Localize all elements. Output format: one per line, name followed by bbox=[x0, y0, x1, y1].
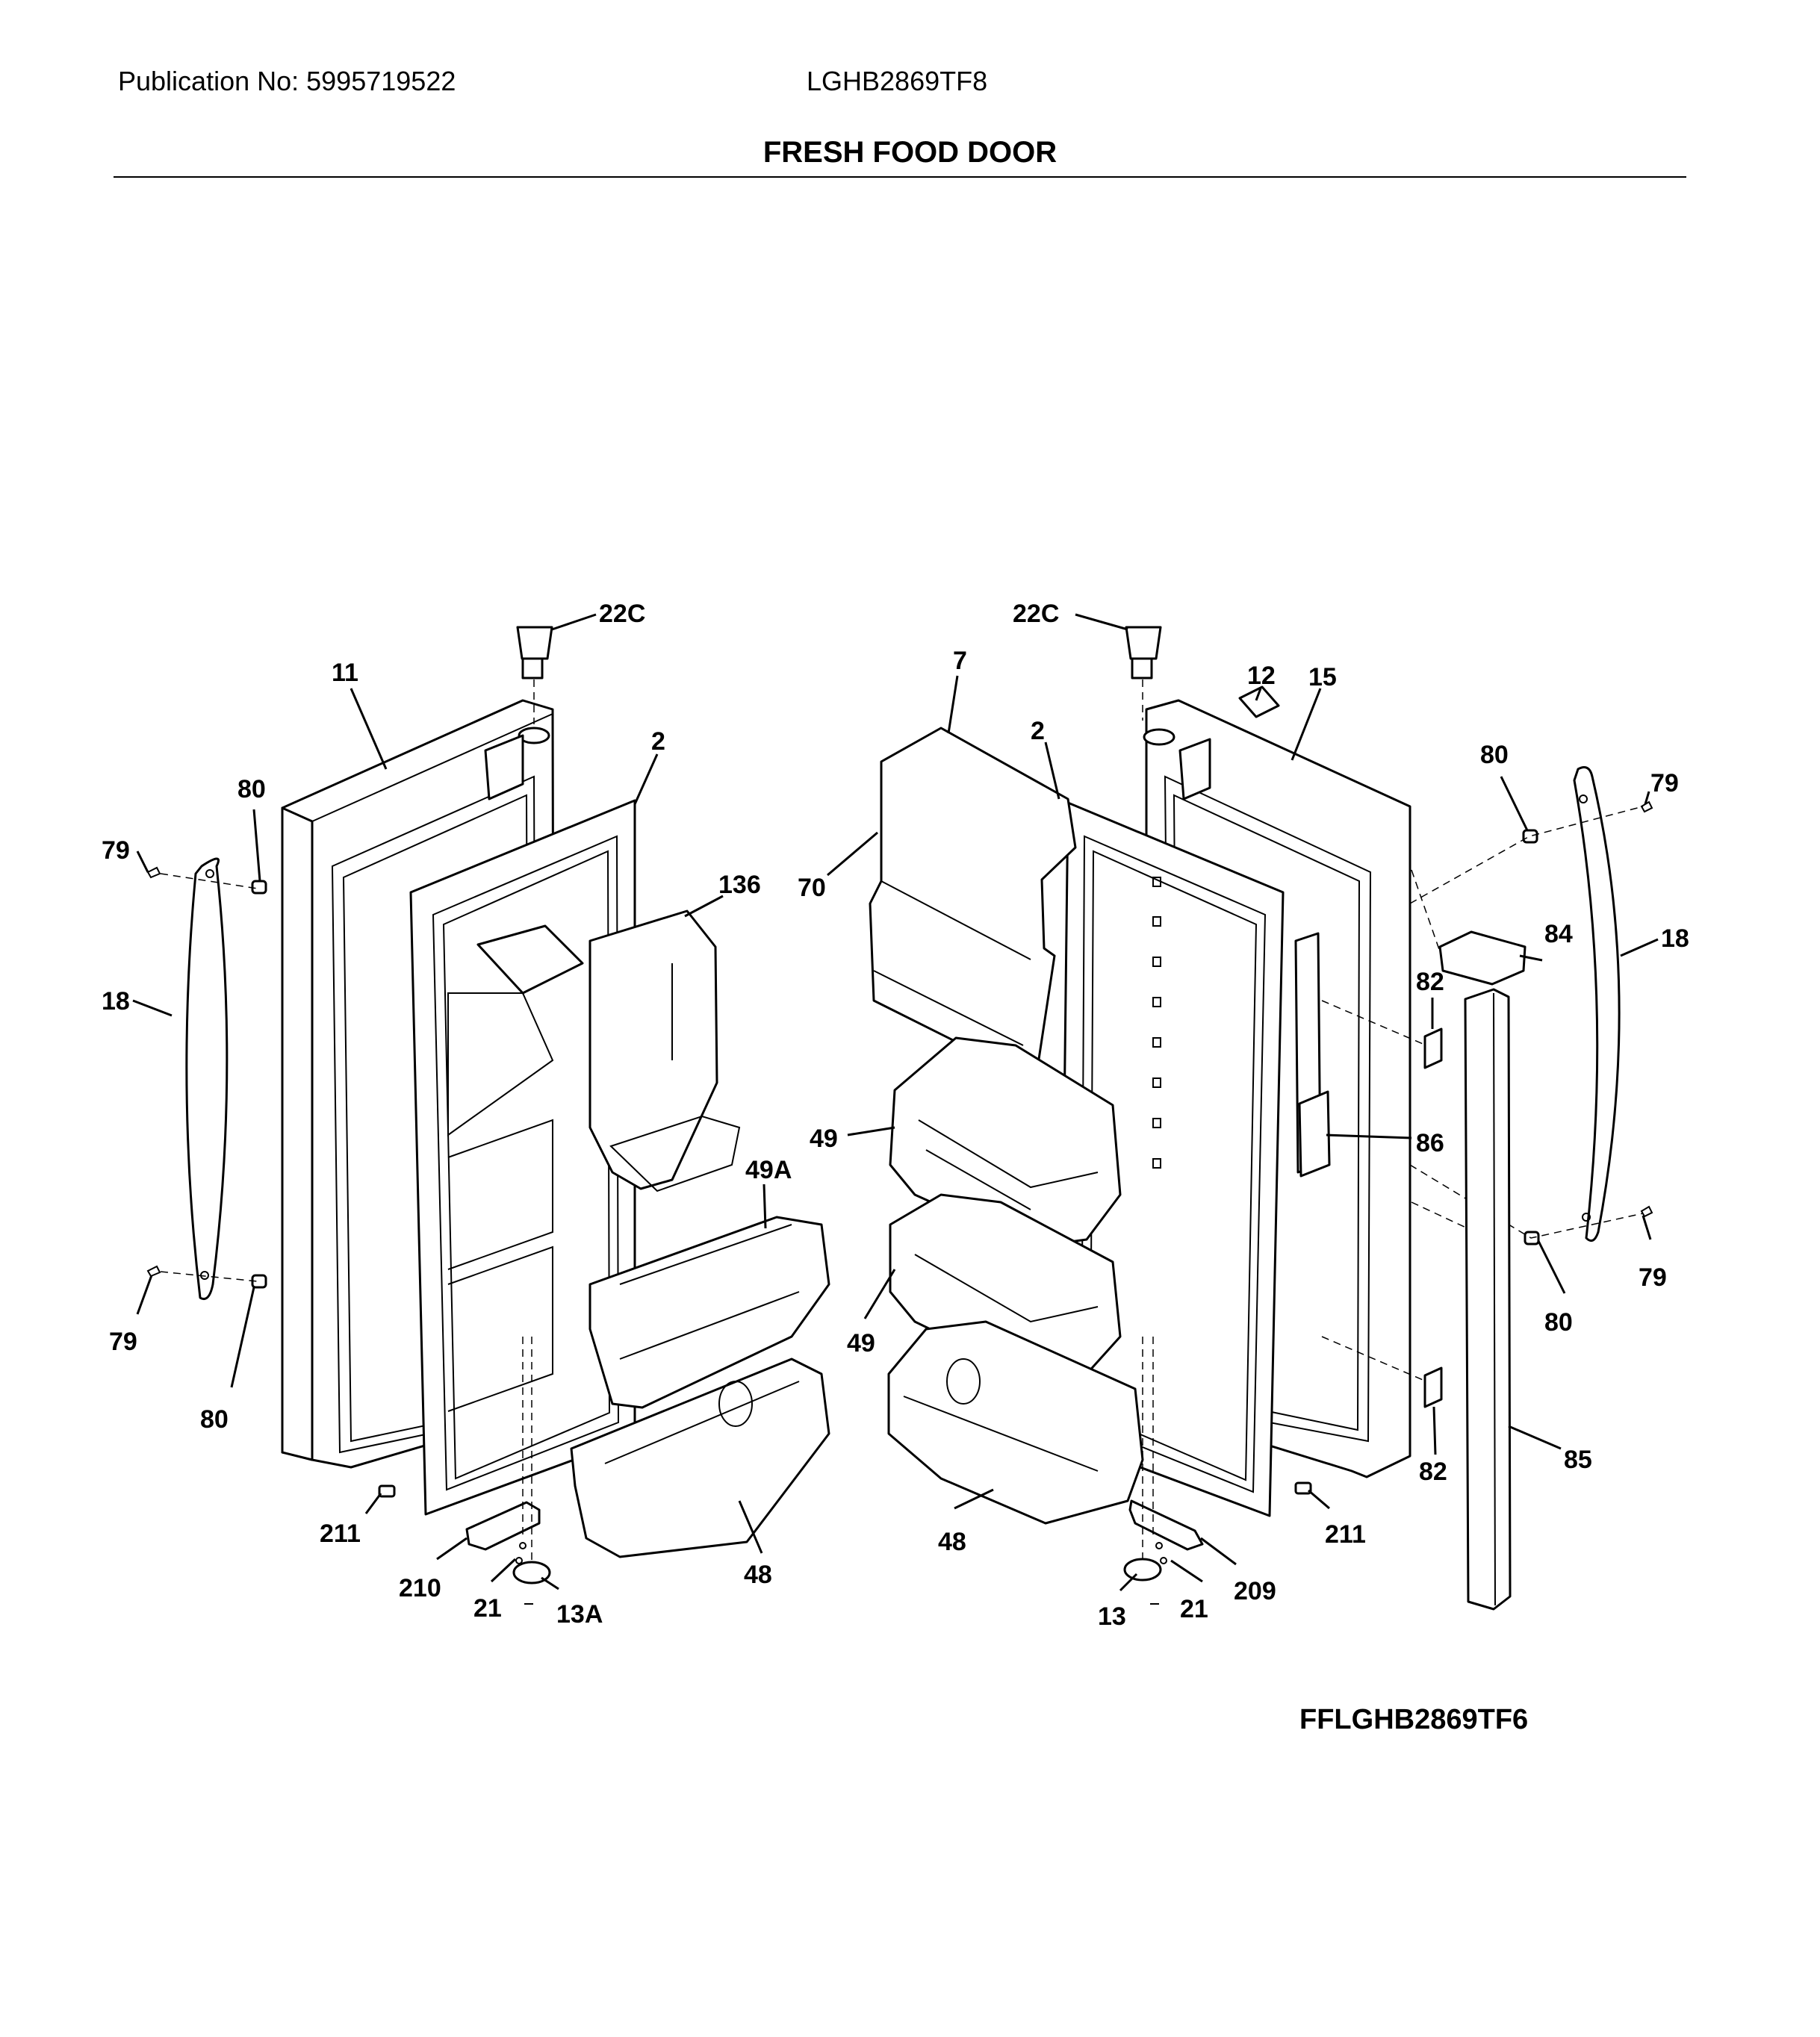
callout-22c-left: 22C bbox=[599, 600, 645, 628]
callout-13a: 13A bbox=[556, 1600, 603, 1629]
callout-80-left-top: 80 bbox=[237, 775, 266, 803]
callout-48-right: 48 bbox=[938, 1528, 966, 1556]
callout-11: 11 bbox=[332, 659, 358, 687]
callout-labels: 22C 11 2 80 79 18 136 49A 79 80 48 211 2… bbox=[102, 600, 1689, 1631]
callout-70: 70 bbox=[798, 874, 826, 902]
right-handle-fasteners bbox=[1409, 800, 1653, 1245]
header-rule bbox=[114, 176, 1686, 178]
right-clips-82 bbox=[1321, 1000, 1443, 1408]
left-lower-hinge bbox=[378, 1337, 551, 1605]
callout-86: 86 bbox=[1416, 1129, 1444, 1157]
left-handle bbox=[185, 857, 229, 1300]
callout-48-left: 48 bbox=[744, 1561, 772, 1589]
left-bin-49a bbox=[588, 1216, 830, 1409]
callout-49-right-lower: 49 bbox=[847, 1329, 875, 1358]
callout-49a: 49A bbox=[745, 1156, 792, 1184]
callout-7: 7 bbox=[953, 647, 967, 675]
right-handle bbox=[1573, 766, 1621, 1243]
callout-85: 85 bbox=[1564, 1446, 1592, 1474]
callout-79-left-top: 79 bbox=[102, 836, 130, 865]
callout-21-left: 21 bbox=[473, 1594, 502, 1623]
right-label-12 bbox=[1238, 685, 1280, 718]
left-leader-lines bbox=[132, 613, 767, 1590]
callout-80-right-bottom: 80 bbox=[1544, 1308, 1573, 1337]
callout-79-right-bottom: 79 bbox=[1639, 1263, 1667, 1292]
left-hinge-cap bbox=[516, 626, 553, 724]
left-door-gasket bbox=[409, 799, 636, 1516]
callout-18-right: 18 bbox=[1661, 924, 1689, 953]
right-door-shelf-studs bbox=[1152, 877, 1161, 1169]
callout-2-right: 2 bbox=[1031, 717, 1045, 745]
left-door-assembly bbox=[132, 613, 830, 1605]
left-handle-fasteners bbox=[146, 866, 267, 1289]
figure-code: FFLGHB2869TF6 bbox=[1299, 1704, 1529, 1735]
right-control-module bbox=[1298, 1090, 1331, 1178]
callout-211-right: 211 bbox=[1325, 1520, 1366, 1549]
callout-18-left: 18 bbox=[102, 987, 130, 1016]
right-leader-lines bbox=[827, 613, 1659, 1592]
right-bin-7 bbox=[869, 727, 1077, 1077]
callout-79-right-top: 79 bbox=[1650, 769, 1679, 797]
callout-136: 136 bbox=[718, 871, 761, 899]
left-bin-48 bbox=[570, 1358, 830, 1558]
right-trim-85 bbox=[1411, 988, 1512, 1611]
right-bracket-84 bbox=[1411, 869, 1526, 986]
callout-209: 209 bbox=[1234, 1577, 1276, 1605]
callout-22c-right: 22C bbox=[1013, 600, 1059, 628]
callout-210: 210 bbox=[399, 1574, 441, 1602]
right-hinge-cap bbox=[1125, 626, 1162, 721]
callout-79-left-bottom: 79 bbox=[109, 1328, 137, 1356]
callout-2-left: 2 bbox=[651, 727, 665, 756]
right-door-assembly bbox=[827, 613, 1659, 1611]
callout-82-top: 82 bbox=[1416, 968, 1444, 996]
callout-80-right-top: 80 bbox=[1480, 741, 1509, 769]
callout-211-left: 211 bbox=[320, 1520, 361, 1548]
right-bin-48 bbox=[887, 1320, 1144, 1525]
left-bin-136 bbox=[588, 909, 741, 1192]
publication-number: Publication No: 5995719522 bbox=[118, 66, 456, 96]
callout-21-right: 21 bbox=[1180, 1595, 1208, 1623]
callout-84: 84 bbox=[1544, 920, 1573, 948]
callout-82-bottom: 82 bbox=[1419, 1458, 1447, 1486]
callout-80-left-bottom: 80 bbox=[200, 1405, 229, 1434]
callout-49-right-upper: 49 bbox=[810, 1125, 838, 1153]
right-lower-hinge bbox=[1123, 1337, 1312, 1605]
callout-12: 12 bbox=[1247, 662, 1276, 690]
left-door-ice-chute bbox=[447, 924, 584, 1412]
callout-13: 13 bbox=[1098, 1602, 1126, 1631]
model-number: LGHB2869TF8 bbox=[807, 66, 988, 96]
page-title: FRESH FOOD DOOR bbox=[763, 136, 1057, 169]
callout-15: 15 bbox=[1308, 663, 1337, 691]
